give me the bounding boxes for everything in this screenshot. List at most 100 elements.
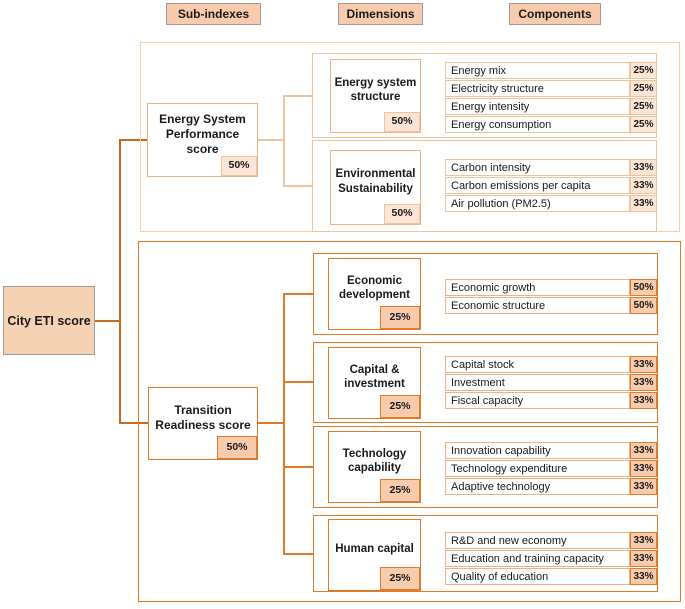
component-weight-badge: 25% bbox=[630, 62, 657, 79]
component-label: Innovation capability bbox=[445, 442, 630, 459]
component-weight-badge: 33% bbox=[630, 442, 657, 459]
dimension-label: Environmental Sustainability bbox=[335, 168, 416, 195]
sub-index-label: Transition Readiness score bbox=[155, 402, 251, 432]
dimension-human-capital-box: Human capital 25% bbox=[328, 519, 421, 591]
component-weight-badge: 25% bbox=[630, 116, 657, 133]
column-header-dimensions: Dimensions bbox=[338, 3, 423, 25]
component-label: Carbon intensity bbox=[445, 159, 630, 176]
component-row: Quality of education 33% bbox=[445, 568, 657, 585]
connector-energy-performance-out bbox=[257, 139, 284, 141]
weight-badge: 50% bbox=[217, 436, 257, 459]
dimension-label: Technology capability bbox=[342, 447, 407, 474]
component-weight-badge: 33% bbox=[630, 478, 657, 495]
connector-root-vertical bbox=[119, 139, 121, 424]
component-label: Energy consumption bbox=[445, 116, 630, 133]
transition-readiness-section-frame bbox=[138, 241, 681, 602]
component-row: Adaptive technology 33% bbox=[445, 478, 657, 495]
component-weight-badge: 50% bbox=[630, 279, 657, 296]
component-label: Quality of education bbox=[445, 568, 630, 585]
component-weight-badge: 33% bbox=[630, 356, 657, 373]
connector-transition-readiness-out bbox=[258, 422, 285, 424]
city-eti-score-label: City ETI score bbox=[7, 313, 91, 328]
connector-stub-technology bbox=[283, 466, 314, 468]
weight-badge: 25% bbox=[380, 306, 420, 329]
component-weight-badge: 33% bbox=[630, 568, 657, 585]
dimension-economic-development-box: Economic development 25% bbox=[328, 258, 421, 330]
connector-stub-energy-structure bbox=[283, 95, 312, 97]
component-weight-badge: 25% bbox=[630, 98, 657, 115]
dimension-label: Economic development bbox=[339, 274, 410, 301]
connector-stub-energy-performance bbox=[119, 139, 148, 141]
component-weight-badge: 33% bbox=[630, 392, 657, 409]
component-weight-badge: 33% bbox=[630, 550, 657, 567]
column-header-label: Sub-indexes bbox=[177, 7, 250, 21]
dimension-environmental-sustainability-box: Environmental Sustainability 50% bbox=[330, 150, 421, 225]
connector-top-bracket-vertical bbox=[283, 95, 285, 187]
component-weight-badge: 33% bbox=[630, 532, 657, 549]
component-weight-badge: 25% bbox=[630, 80, 657, 97]
component-weight-badge: 33% bbox=[630, 460, 657, 477]
column-header-sub-indexes: Sub-indexes bbox=[166, 3, 261, 25]
component-row: Electricity structure 25% bbox=[445, 80, 657, 97]
component-row: Capital stock 33% bbox=[445, 356, 657, 373]
component-label: Fiscal capacity bbox=[445, 392, 630, 409]
sub-index-energy-performance-box: Energy System Performance score 50% bbox=[147, 103, 258, 177]
component-label: Economic structure bbox=[445, 297, 630, 314]
component-row: Carbon intensity 33% bbox=[445, 159, 657, 176]
component-label: Adaptive technology bbox=[445, 478, 630, 495]
connector-stub-capital bbox=[283, 381, 314, 383]
column-header-label: Components bbox=[518, 7, 592, 21]
component-label: Capital stock bbox=[445, 356, 630, 373]
dimension-technology-capability-box: Technology capability 25% bbox=[328, 431, 421, 503]
column-header-components: Components bbox=[509, 3, 601, 25]
column-header-label: Dimensions bbox=[346, 7, 415, 21]
component-label: Energy mix bbox=[445, 62, 630, 79]
group-technology-capability bbox=[313, 426, 658, 508]
component-row: Education and training capacity 33% bbox=[445, 550, 657, 567]
component-row: Economic growth 50% bbox=[445, 279, 657, 296]
component-row: Technology expenditure 33% bbox=[445, 460, 657, 477]
component-weight-badge: 33% bbox=[630, 195, 657, 212]
component-row: Energy consumption 25% bbox=[445, 116, 657, 133]
component-label: Carbon emissions per capita bbox=[445, 177, 630, 194]
component-weight-badge: 33% bbox=[630, 159, 657, 176]
component-weight-badge: 33% bbox=[630, 374, 657, 391]
component-label: R&D and new economy bbox=[445, 532, 630, 549]
component-row: Innovation capability 33% bbox=[445, 442, 657, 459]
component-label: Education and training capacity bbox=[445, 550, 630, 567]
component-label: Economic growth bbox=[445, 279, 630, 296]
component-row: Economic structure 50% bbox=[445, 297, 657, 314]
component-row: Carbon emissions per capita 33% bbox=[445, 177, 657, 194]
component-row: Air pollution (PM2.5) 33% bbox=[445, 195, 657, 212]
connector-stub-transition-readiness bbox=[119, 422, 149, 424]
group-human-capital bbox=[313, 515, 658, 592]
component-label: Energy intensity bbox=[445, 98, 630, 115]
dimension-capital-investment-box: Capital & investment 25% bbox=[328, 347, 421, 419]
connector-stub-human bbox=[283, 553, 314, 555]
weight-badge: 50% bbox=[384, 112, 420, 132]
component-label: Air pollution (PM2.5) bbox=[445, 195, 630, 212]
weight-badge: 50% bbox=[221, 156, 257, 176]
dimension-label: Capital & investment bbox=[344, 363, 405, 390]
weight-badge: 25% bbox=[380, 479, 420, 502]
group-economic-development bbox=[313, 253, 658, 335]
weight-badge: 25% bbox=[380, 567, 420, 590]
sub-index-transition-readiness-box: Transition Readiness score 50% bbox=[148, 387, 258, 460]
weight-badge: 25% bbox=[380, 395, 420, 418]
group-capital-investment bbox=[313, 342, 658, 423]
dimension-label: Energy system structure bbox=[334, 76, 417, 103]
connector-root-horizontal bbox=[95, 320, 120, 322]
component-row: Investment 33% bbox=[445, 374, 657, 391]
sub-index-label: Energy System Performance score bbox=[159, 111, 246, 156]
component-weight-badge: 50% bbox=[630, 297, 657, 314]
component-row: Fiscal capacity 33% bbox=[445, 392, 657, 409]
connector-stub-economic bbox=[283, 293, 314, 295]
city-eti-score-box: City ETI score bbox=[3, 286, 95, 355]
component-weight-badge: 33% bbox=[630, 177, 657, 194]
weight-badge: 50% bbox=[384, 204, 420, 224]
component-row: Energy intensity 25% bbox=[445, 98, 657, 115]
dimension-label: Human capital bbox=[335, 542, 414, 555]
component-label: Investment bbox=[445, 374, 630, 391]
component-row: R&D and new economy 33% bbox=[445, 532, 657, 549]
